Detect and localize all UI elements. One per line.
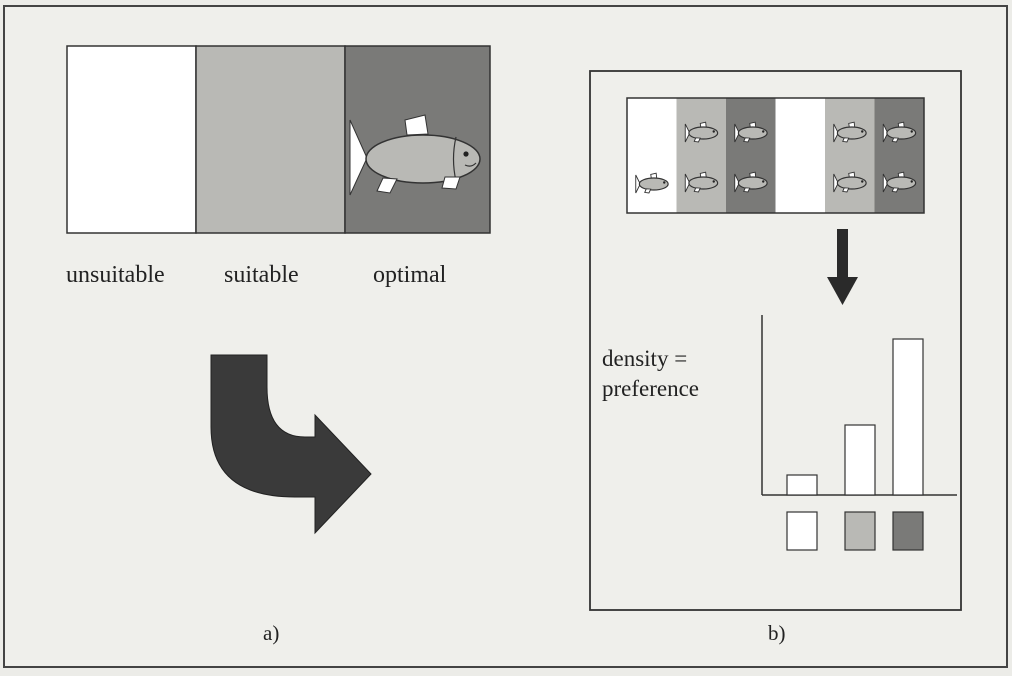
panel-a-caption: a): [263, 621, 280, 645]
legend-swatch-optimal: [892, 511, 924, 551]
fish-body: [886, 126, 917, 140]
fish-dorsal-fin: [404, 114, 429, 136]
bar-unsuitable: [786, 474, 818, 496]
fish-pelvic-fin: [376, 177, 398, 194]
fish-tail: [734, 173, 740, 193]
fish-tail: [349, 119, 368, 196]
curved-arrow-icon: [210, 354, 372, 535]
fish-fin: [842, 137, 850, 143]
fish-eye: [463, 151, 469, 157]
fish-body: [688, 176, 719, 190]
strip-border: [626, 97, 925, 214]
bar-optimal: [892, 338, 924, 496]
fish-body: [737, 176, 768, 190]
large-fish-icon: [349, 114, 481, 196]
small-fish-icon: [882, 171, 917, 193]
fish-tail: [882, 173, 889, 193]
fish-body: [836, 126, 867, 140]
fish-eye: [861, 180, 864, 183]
small-fish-icon: [734, 171, 768, 193]
fish-fin: [693, 137, 701, 143]
fish-fin: [842, 187, 850, 193]
fish-eye: [861, 130, 864, 133]
fish-fin: [693, 187, 701, 193]
fish-tail: [833, 173, 839, 193]
fish-mouth: [464, 162, 477, 167]
fish-fin: [891, 187, 899, 193]
small-fish-icon: [734, 121, 768, 143]
fish-eye: [762, 180, 765, 183]
fish-fin: [644, 188, 652, 194]
fish-tail: [635, 174, 641, 194]
fish-body: [886, 176, 917, 190]
fish-fin: [891, 137, 899, 143]
fish-eye: [910, 180, 913, 183]
fish-tail: [833, 123, 839, 143]
zone-suitable: [195, 45, 346, 234]
strip-zone: [726, 98, 776, 213]
small-fish-icon: [882, 121, 917, 143]
fish-tail: [734, 123, 740, 143]
zone-unsuitable: [66, 45, 197, 234]
fish-fin: [743, 137, 751, 143]
strip-zone: [874, 98, 924, 213]
fish-eye: [762, 130, 765, 133]
strip-zone: [825, 98, 875, 213]
fish-body: [638, 177, 669, 191]
density-preference-label: density = preference: [602, 346, 700, 401]
fish-tail: [882, 123, 889, 143]
down-arrow-shaft: [837, 229, 848, 279]
legend-swatch-suitable: [844, 511, 876, 551]
legend-swatch-unsuitable: [786, 511, 818, 551]
fish-body: [688, 126, 719, 140]
strip-zone: [775, 98, 825, 213]
small-fish-icon: [833, 171, 867, 193]
figure-frame: unsuitable suitable optimal a) density =…: [3, 5, 1008, 668]
figure-drawing: [66, 45, 962, 611]
fish-tail: [684, 173, 691, 193]
strip-zone: [627, 98, 677, 213]
panel-b-frame: [589, 70, 962, 611]
zone-label-suitable: suitable: [224, 262, 299, 288]
small-fish-icon: [833, 121, 867, 143]
fish-eye: [712, 130, 715, 133]
fish-anal-fin: [441, 176, 461, 190]
panel-b-caption: b): [768, 621, 786, 645]
strip-zone: [676, 98, 726, 213]
fish-body: [836, 176, 867, 190]
fish-eye: [712, 180, 715, 183]
down-arrow-head: [827, 277, 858, 305]
bar-suitable: [844, 424, 876, 496]
fish-fin: [743, 187, 751, 193]
fish-body: [737, 126, 768, 140]
fish-eye: [663, 181, 666, 184]
zone-label-optimal: optimal: [373, 262, 447, 288]
fish-eye: [910, 130, 913, 133]
small-fish-icon: [684, 121, 719, 143]
zone-label-unsuitable: unsuitable: [66, 262, 165, 288]
fish-tail: [684, 123, 691, 143]
small-fish-icon: [635, 172, 669, 194]
small-fish-icon: [684, 171, 719, 193]
fish-body: [365, 134, 481, 184]
